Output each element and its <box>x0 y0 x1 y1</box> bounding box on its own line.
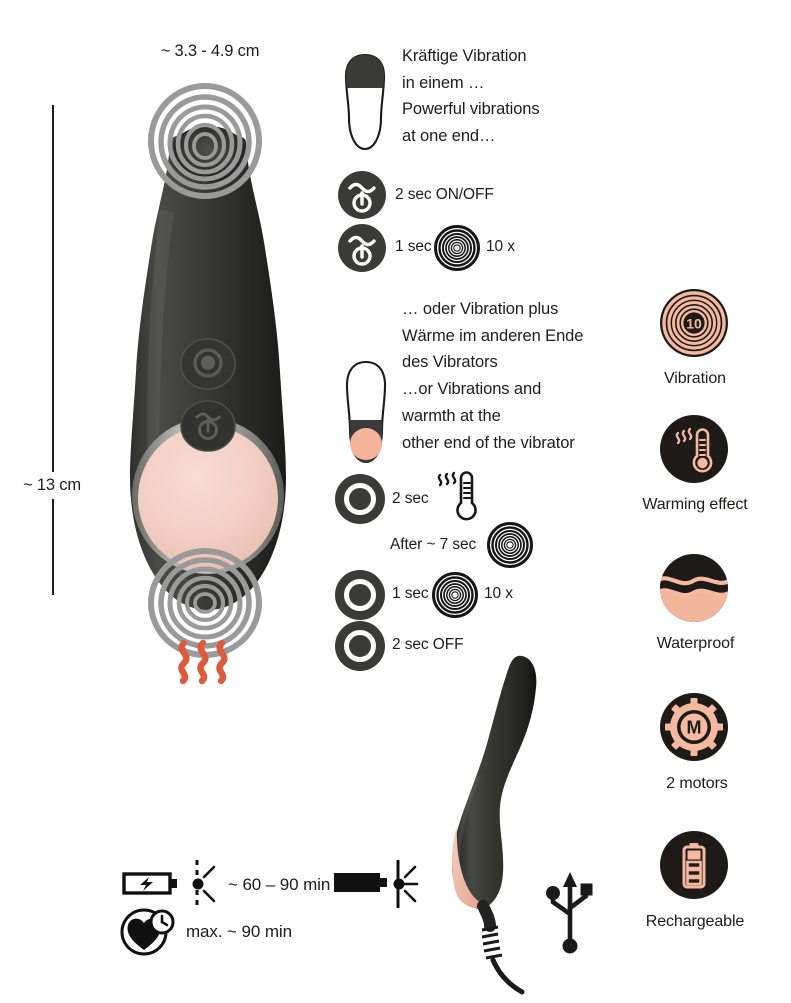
product-mode-button[interactable] <box>180 338 236 390</box>
cable-wire <box>490 957 525 995</box>
usb-symbol-svg <box>546 872 593 954</box>
step-bottom-4 <box>334 620 386 677</box>
feature-label-waterproof: Waterproof <box>656 635 735 652</box>
cable-strain-relief <box>481 925 503 960</box>
charging-indicator-right <box>390 858 432 915</box>
step-top-1 <box>337 170 387 225</box>
step-bottom-3-label: 1 sec <box>392 585 429 602</box>
thermometer-icon <box>660 415 728 483</box>
heat-pad-secondary <box>452 826 487 908</box>
vibration-ring-icon-top <box>434 225 480 276</box>
feature-vibration-icon: 10 <box>659 288 729 363</box>
mini-product-bottom-svg <box>345 360 387 464</box>
circle-button-icon[interactable] <box>334 620 386 672</box>
feature-label-motors: 2 motors <box>666 775 728 792</box>
feature-label-rechargeable: Rechargeable <box>645 913 745 930</box>
vibration-ring-svg <box>432 572 478 618</box>
circle-button-icon[interactable] <box>334 473 386 525</box>
step-top-2-label: 1 sec <box>395 238 432 255</box>
vibration-rings-top <box>148 82 262 205</box>
mini-product-top <box>340 52 390 165</box>
feature-rechargeable-icon <box>659 830 729 905</box>
charging-indicator-left-svg <box>192 860 216 908</box>
product-secondary-shape <box>452 655 537 909</box>
vibration-rings-top-svg <box>148 83 262 199</box>
heart-clock-icon <box>120 908 182 961</box>
heart-clock-svg <box>120 908 175 956</box>
step-bottom-2-label: After ~ 7 sec <box>390 536 477 553</box>
body-highlight-2 <box>455 774 482 904</box>
circle-button-icon[interactable] <box>334 569 386 621</box>
vibration-ring-svg <box>434 225 480 271</box>
feature-label-vibration: Vibration <box>664 370 726 387</box>
battery-full-svg <box>334 873 387 892</box>
vibration-ring-icon-b3 <box>432 572 478 623</box>
cable-root <box>477 900 496 932</box>
charge-time-label: ~ 60 – 90 min <box>228 875 331 894</box>
width-dimension-label: ~ 3.3 - 4.9 cm <box>160 42 260 60</box>
charging-indicator-left <box>186 858 226 915</box>
step-top-1-label: 2 sec ON/OFF <box>395 186 494 203</box>
product-body-svg <box>130 126 286 610</box>
heat-waves-icon <box>172 638 234 691</box>
power-wave-icon[interactable] <box>337 223 387 273</box>
battery-charging-icon <box>122 868 180 903</box>
usb-icon <box>543 870 597 961</box>
mini-product-top-svg <box>344 53 386 151</box>
length-dimension-label: ~ 13 cm <box>6 472 98 499</box>
battery-full-icon <box>333 870 389 901</box>
battery-charging-svg <box>122 872 177 895</box>
feature-label-warming: Warming effect <box>642 496 748 513</box>
product-secondary-svg <box>452 655 537 995</box>
step-bottom-3-suffix: 10 x <box>484 585 513 602</box>
product-main-illustration <box>108 120 308 640</box>
runtime-label: max. ~ 90 min <box>186 922 292 941</box>
step-bottom-3 <box>334 569 386 626</box>
step-bottom-1-label: 2 sec <box>392 490 429 507</box>
section-top-description: Kräftige Vibration in einem … Powerful v… <box>402 47 540 146</box>
thermometer-icon-inline <box>434 468 478 531</box>
heat-pad <box>138 426 278 570</box>
power-wave-icon[interactable] <box>337 170 387 220</box>
mini-product-bottom <box>340 358 392 475</box>
battery-icon <box>660 831 728 899</box>
feature-warming-icon <box>659 414 729 489</box>
charging-indicator-right-svg <box>393 860 419 908</box>
vibration-ring-icon-after <box>487 522 533 573</box>
step-bottom-1 <box>334 473 386 530</box>
section-bottom-description: … oder Vibration plus Wärme im anderen E… <box>402 300 584 452</box>
vibration-ring-svg <box>487 522 533 568</box>
product-power-button[interactable] <box>180 400 236 452</box>
feature-motors-icon: M <box>659 692 729 767</box>
motor-badge: M <box>687 718 702 738</box>
length-dimension-line <box>52 105 54 595</box>
step-bottom-4-label: 2 sec OFF <box>392 636 464 653</box>
step-top-2-suffix: 10 x <box>486 238 515 255</box>
step-top-2 <box>337 223 387 278</box>
vibration-icon: 10 <box>660 289 728 357</box>
waterproof-icon <box>660 554 728 622</box>
motor-gear-icon: M <box>660 693 728 761</box>
heat-waves-svg <box>178 639 228 685</box>
thermometer-inline-svg <box>437 471 477 521</box>
vibration-level-badge: 10 <box>686 316 702 332</box>
product-secondary-illustration <box>436 648 606 1003</box>
feature-waterproof-icon <box>659 553 729 628</box>
